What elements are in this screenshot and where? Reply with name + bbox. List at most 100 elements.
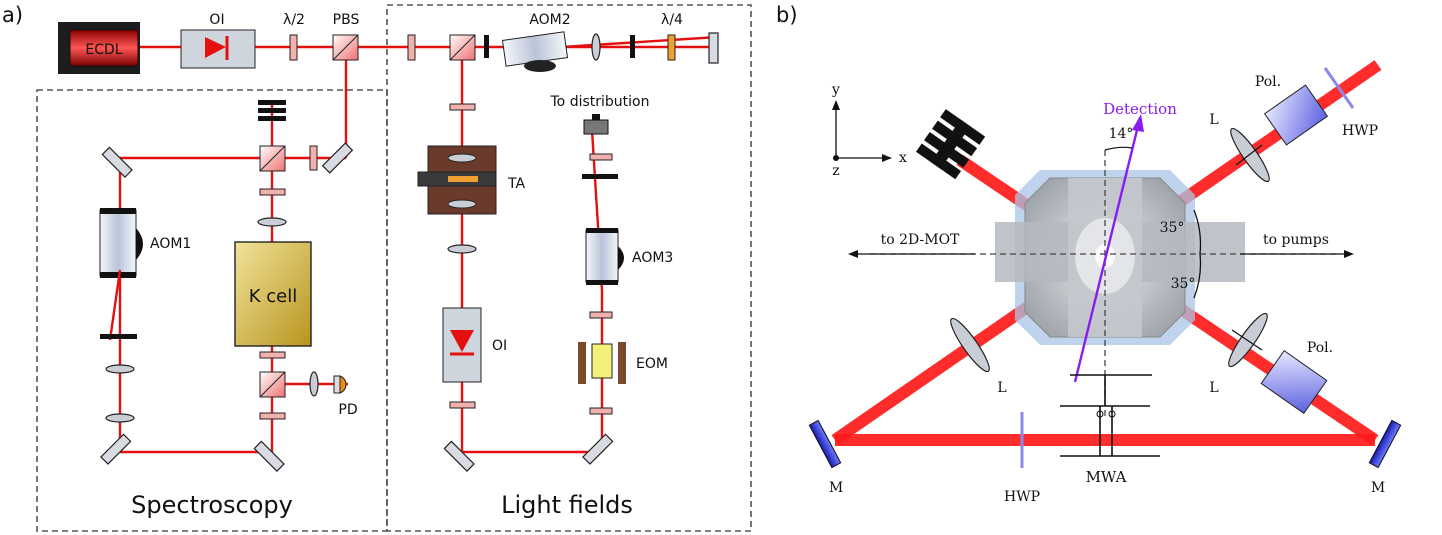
aom2-label: AOM2	[529, 12, 570, 28]
waveplate-dist	[589, 153, 613, 161]
retro-mirror	[708, 32, 719, 64]
beam-block-top	[630, 35, 635, 58]
eom: EOM	[578, 342, 668, 384]
mirror-spec-bottom-right	[253, 440, 285, 472]
beam-block-aom2	[484, 35, 489, 58]
tapered-amplifier: TA	[417, 145, 525, 215]
oi-bottom-label: OI	[492, 338, 507, 354]
m-left-label: M	[829, 480, 843, 496]
waveplate-spec-4	[259, 412, 286, 420]
lens-bottom-right-arrow	[1231, 329, 1263, 351]
axis-x-label: x	[899, 150, 907, 166]
to-2dmot-label: to 2D-MOT	[881, 232, 960, 248]
m-right-label: M	[1371, 480, 1385, 496]
aom2: AOM2	[501, 12, 571, 72]
pbs-label: PBS	[333, 12, 360, 28]
angle-14-label: 14°	[1109, 126, 1134, 142]
optical-isolator-bottom: OI	[442, 307, 507, 383]
lens-top-right	[1230, 127, 1270, 183]
pol-bottom-label: Pol.	[1307, 340, 1333, 356]
detection-label: Detection	[1103, 100, 1177, 118]
ecdl-laser: ECDL	[58, 22, 140, 74]
waveplate-aom3	[589, 311, 613, 319]
quarter-wave-label: λ/4	[661, 12, 683, 28]
lens-spec-2	[105, 413, 135, 423]
axis-z-label: z	[832, 163, 839, 179]
mirror-left	[808, 419, 842, 469]
pbs-top: PBS	[332, 12, 360, 61]
lens-pd	[309, 371, 319, 397]
to-pumps-label: to pumps	[1263, 232, 1329, 248]
polarizer-top	[1263, 84, 1329, 146]
pd-label: PD	[338, 402, 357, 418]
lens-spec-3	[257, 217, 287, 227]
lens-spec-1	[105, 364, 135, 374]
waveplate-spec-3	[259, 351, 286, 359]
half-wave-label: λ/2	[283, 12, 305, 28]
mwa-label: MWA	[1086, 468, 1127, 486]
pol-top-label: Pol.	[1255, 74, 1281, 90]
coordinate-axes: y x z	[831, 82, 907, 179]
panel-b-label: b)	[776, 3, 798, 27]
to-distribution-label: To distribution	[550, 94, 650, 110]
waveplate-spec-2	[259, 188, 286, 196]
microwave-antenna: MWA	[1060, 374, 1160, 486]
detection-arrowhead	[1132, 114, 1144, 132]
mirror-spec-top-left	[101, 146, 133, 178]
panel-a: a) ECDL OI	[2, 3, 752, 532]
beam-block-aom1	[100, 334, 137, 339]
beam-block-dist	[582, 174, 618, 179]
waveplate-ta-top	[449, 103, 476, 111]
ecdl-label: ECDL	[85, 42, 122, 58]
l-bottom-left-label: L	[997, 380, 1006, 396]
lens-bottom-left	[950, 317, 990, 373]
photodiode: PD	[333, 375, 358, 418]
hwp-top-label: HWP	[1342, 123, 1378, 139]
fiber-coupler	[583, 114, 609, 135]
beam-dump-b	[916, 109, 986, 180]
angle-arc-35-top	[1193, 209, 1202, 255]
mirror-lf-bottom-right	[582, 433, 614, 465]
waveplate-spec	[309, 145, 318, 171]
waveplate-eom	[589, 407, 613, 415]
aom3-label: AOM3	[632, 250, 673, 266]
pbs-spec-lower	[259, 371, 286, 398]
ta-label: TA	[507, 176, 525, 192]
kcell-label: K cell	[249, 286, 298, 307]
eom-label: EOM	[636, 356, 668, 372]
mirror-right	[1368, 419, 1402, 469]
aom3: AOM3	[585, 228, 673, 285]
angle-35-bottom-label: 35°	[1171, 276, 1196, 292]
waveplate-lf	[407, 34, 416, 61]
hwp-bottom-label: HWP	[1004, 489, 1040, 505]
lens-aom2	[591, 33, 601, 61]
lens-lf-1	[447, 244, 477, 254]
light-fields-box	[386, 4, 752, 532]
waveplate-lf-2	[449, 401, 476, 409]
aom1-deflected-beam	[108, 269, 122, 341]
angle-arc-14	[1104, 146, 1133, 151]
l-top-right-label: L	[1209, 112, 1218, 128]
detection-arrow	[1073, 125, 1140, 383]
k-cell: K cell	[234, 241, 312, 347]
pbs-spec-upper	[259, 145, 286, 172]
quarter-wave-plate	[667, 34, 676, 61]
aom1-label: AOM1	[150, 236, 191, 252]
mirror-spec-corner	[321, 142, 354, 174]
axis-y-label: y	[831, 82, 840, 98]
angle-35-top-label: 35°	[1160, 220, 1185, 236]
beam-dump-top	[258, 100, 286, 121]
mirror-lf-bottom-left	[443, 440, 475, 472]
lens-top-right-arrow	[1235, 144, 1263, 166]
spectroscopy-title: Spectroscopy	[131, 491, 293, 519]
aom1: AOM1	[99, 208, 191, 278]
mirror-spec-bottom-left	[100, 433, 132, 465]
angle-arc-35-bottom	[1193, 253, 1202, 299]
light-fields-title: Light fields	[501, 491, 633, 519]
panel-a-label: a)	[2, 3, 23, 27]
pbs-light-fields	[449, 34, 476, 61]
panel-b: b) Detection 14° 35° 35°	[776, 3, 1402, 505]
optical-isolator-top: OI	[180, 12, 256, 69]
hwp-top	[1323, 67, 1355, 109]
